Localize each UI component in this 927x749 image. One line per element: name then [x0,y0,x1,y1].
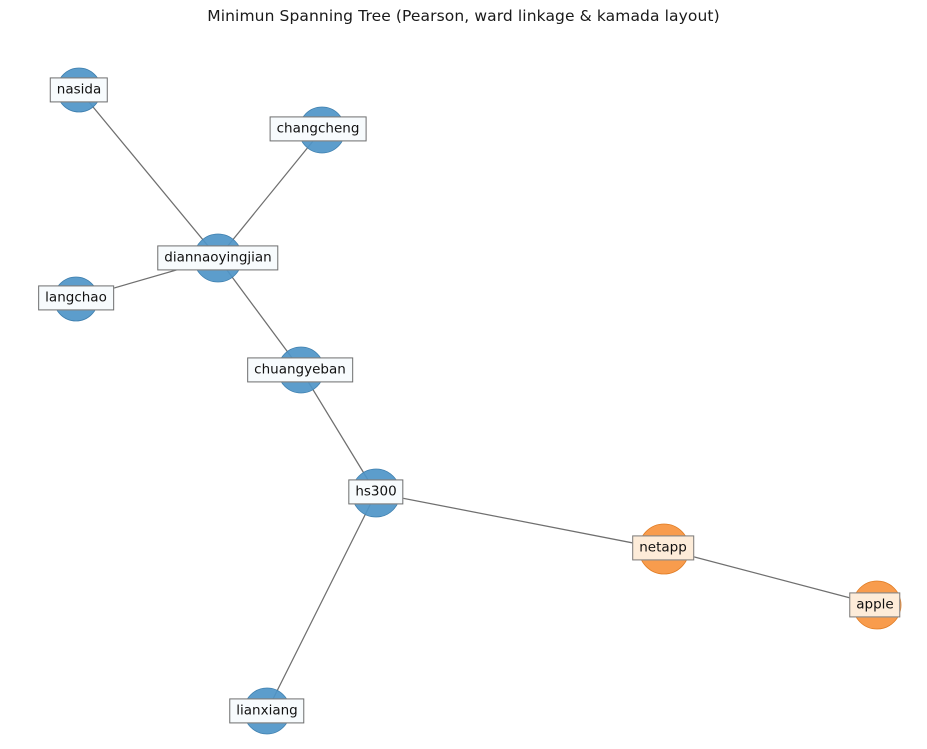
graph-edge [78,89,219,259]
node-label-lianxiang: lianxiang [229,698,305,724]
graph-edge [663,548,878,606]
node-label-chuangyeban: chuangyeban [247,357,353,383]
node-label-langchao: langchao [38,285,114,311]
nodes-layer [53,67,902,735]
node-label-diannaoyingjian: diannaoyingjian [157,245,279,271]
node-label-hs300: hs300 [348,479,404,505]
node-label-changcheng: changcheng [269,116,367,142]
node-label-netapp: netapp [632,535,694,561]
graph-edge [266,492,377,712]
graph-edge [375,492,665,550]
node-label-nasida: nasida [49,77,109,103]
node-label-apple: apple [849,592,901,618]
graph-edge [217,129,323,259]
page-title: Minimun Spanning Tree (Pearson, ward lin… [207,7,720,25]
edges-layer [75,89,878,712]
